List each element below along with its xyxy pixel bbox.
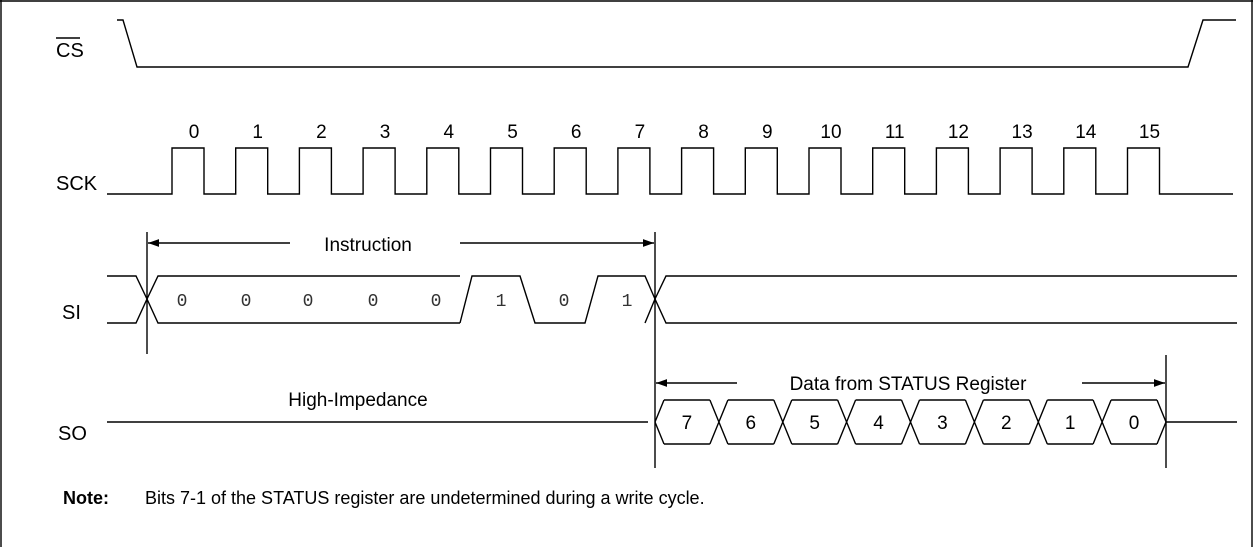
cs-label: CS bbox=[56, 40, 84, 62]
so-bit-7: 7 bbox=[682, 413, 693, 434]
high-impedance-label: High-Impedance bbox=[288, 390, 427, 411]
so-bit-6: 6 bbox=[746, 413, 757, 434]
so-bit-0: 0 bbox=[1129, 413, 1140, 434]
clock-number-11: 11 bbox=[885, 122, 905, 143]
clock-number-5: 5 bbox=[507, 122, 518, 143]
data-from-status-label: Data from STATUS Register bbox=[790, 374, 1028, 395]
instruction-label: Instruction bbox=[324, 235, 412, 256]
clock-number-1: 1 bbox=[252, 122, 263, 143]
si-waveform bbox=[107, 275, 1237, 324]
clock-number-12: 12 bbox=[948, 122, 969, 143]
so-bit-3: 3 bbox=[937, 413, 948, 434]
so-bit-2: 2 bbox=[1001, 413, 1012, 434]
si-bit-1: 0 bbox=[241, 292, 252, 312]
sck-waveform bbox=[107, 147, 1233, 195]
clock-number-15: 15 bbox=[1139, 122, 1160, 143]
note-label: Note: bbox=[63, 488, 109, 508]
clock-number-8: 8 bbox=[698, 122, 709, 143]
si-bit-5: 1 bbox=[496, 292, 507, 312]
clock-number-7: 7 bbox=[635, 122, 646, 143]
clock-number-6: 6 bbox=[571, 122, 582, 143]
clock-number-13: 13 bbox=[1012, 122, 1033, 143]
si-bit-values: 0 0 0 0 0 1 0 1 bbox=[177, 292, 633, 312]
clock-number-0: 0 bbox=[189, 122, 200, 143]
clock-number-10: 10 bbox=[820, 122, 841, 143]
so-bus-outline bbox=[654, 399, 1167, 445]
so-bit-5: 5 bbox=[809, 413, 820, 434]
so-bit-4: 4 bbox=[873, 413, 884, 434]
si-bit-6: 0 bbox=[559, 292, 570, 312]
si-bit-3: 0 bbox=[368, 292, 379, 312]
note-text: Bits 7-1 of the STATUS register are unde… bbox=[145, 488, 705, 508]
clock-number-9: 9 bbox=[762, 122, 773, 143]
sck-label: SCK bbox=[56, 173, 98, 195]
cs-waveform bbox=[117, 19, 1236, 68]
si-bit-7: 1 bbox=[622, 292, 633, 312]
so-data-bus: 7 6 5 4 3 2 1 0 bbox=[654, 399, 1167, 445]
si-bit-2: 0 bbox=[303, 292, 314, 312]
clock-number-4: 4 bbox=[444, 122, 455, 143]
si-label: SI bbox=[62, 302, 81, 324]
clock-number-14: 14 bbox=[1075, 122, 1097, 143]
so-label: SO bbox=[58, 423, 87, 445]
so-bit-1: 1 bbox=[1065, 413, 1076, 434]
si-bit-0: 0 bbox=[177, 292, 188, 312]
clock-number-3: 3 bbox=[380, 122, 391, 143]
clock-number-2: 2 bbox=[316, 122, 327, 143]
si-bit-4: 0 bbox=[431, 292, 442, 312]
